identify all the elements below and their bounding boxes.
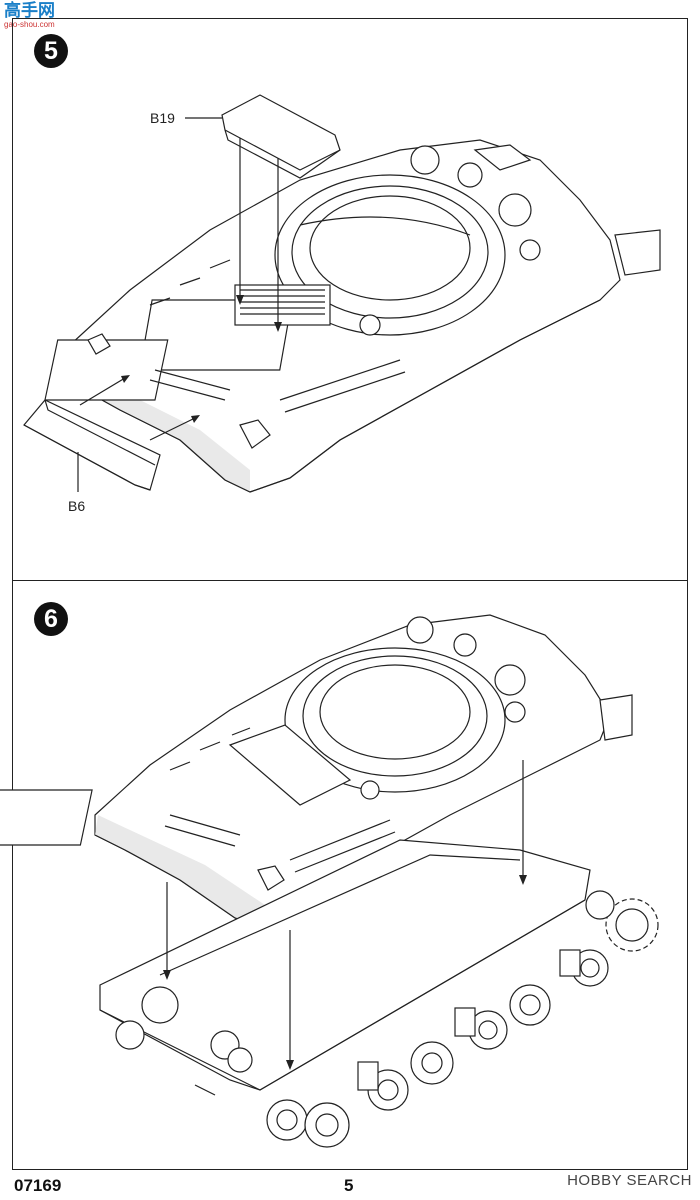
watermark-url: gao-shou.com (4, 20, 55, 29)
page-number: 5 (344, 1176, 354, 1195)
part-label-b19: B19 (150, 110, 175, 126)
watermark-text: HOBBY SEARCH (567, 1172, 692, 1189)
step6-lower-hull (99, 839, 659, 1148)
step-divider (12, 580, 688, 581)
step6-upper-hull (0, 614, 633, 929)
product-code: 07169 (14, 1176, 62, 1195)
step5-upper-hull (44, 139, 661, 493)
instruction-frame (12, 18, 688, 1170)
part-b19-shape (185, 94, 341, 332)
watermark-logo: 高手网 gao-shou.com (4, 2, 70, 32)
hobby-search-watermark: HOBBY SEARCH (567, 1172, 692, 1189)
watermark-title: 高手网 (4, 1, 55, 21)
part-b6-shape (23, 375, 200, 492)
step-5-number: 5 (34, 34, 68, 68)
step6-assembly-arrows (163, 760, 527, 1070)
step-6-number: 6 (34, 602, 68, 636)
part-label-b6: B6 (68, 498, 86, 514)
